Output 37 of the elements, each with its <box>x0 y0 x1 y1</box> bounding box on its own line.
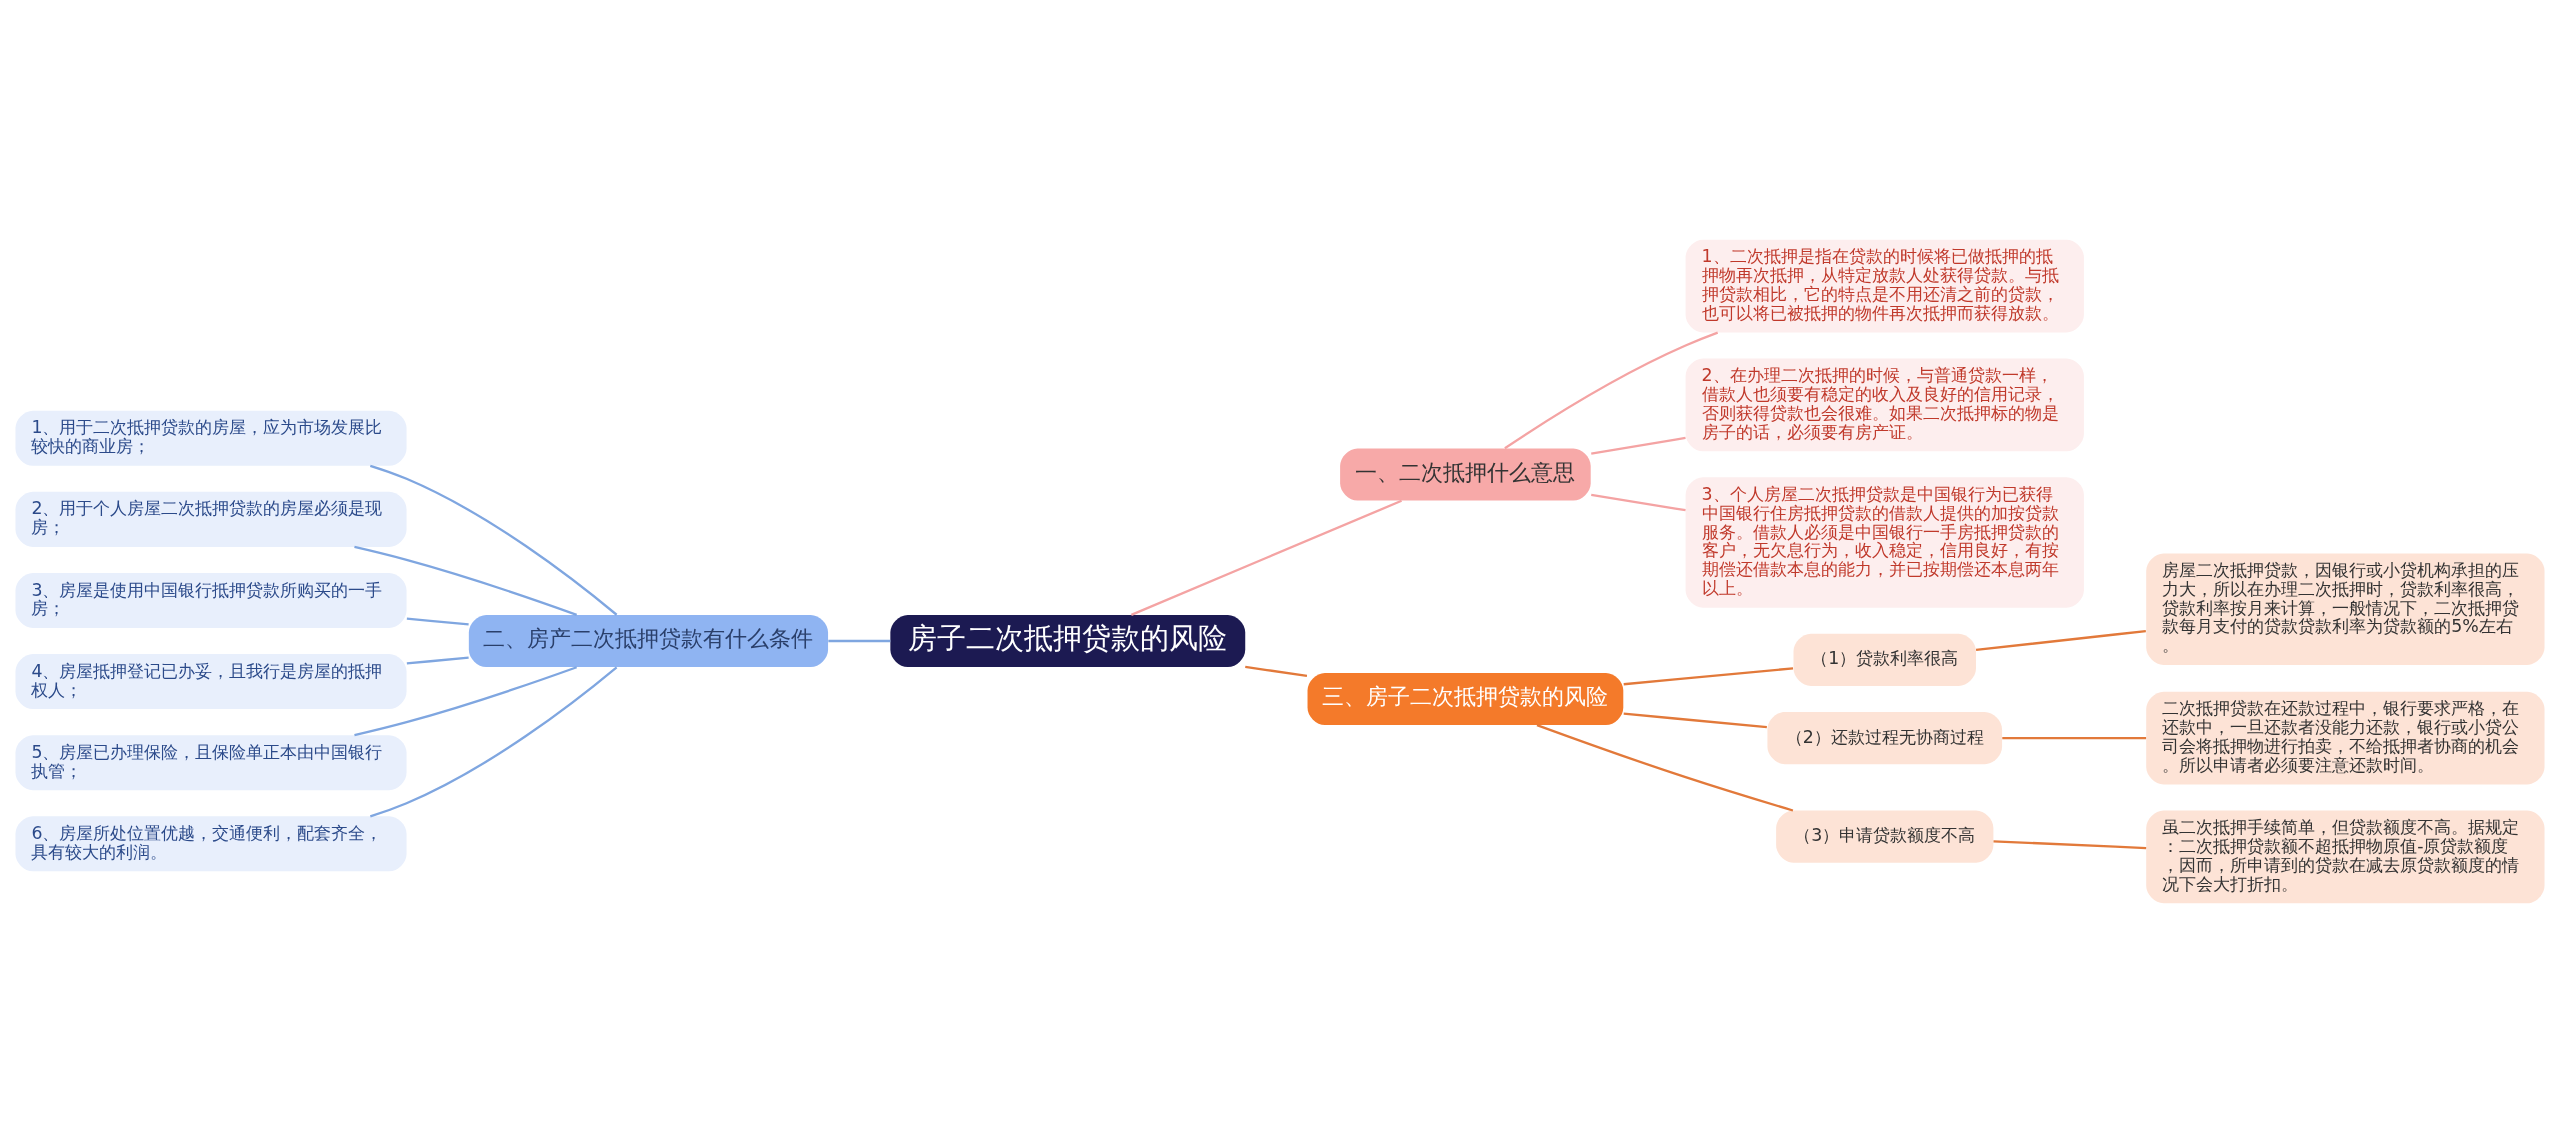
connector <box>1536 724 1794 812</box>
connector <box>1130 499 1402 616</box>
connector <box>1975 629 2146 652</box>
node-box: 二次抵押贷款在还款过程中，银行要求严格，在还款中，一旦还款者没能力还款，银行或小贷公司会将抵押物进行拍卖，不给抵押者协商的机会。所以申请者必须要注意还款时间。 <box>2146 691 2545 785</box>
node-box: 三、房子二次抵押贷款的风险 <box>1307 672 1624 726</box>
node-box: （2）还款过程无协商过程 <box>1767 712 2003 765</box>
node-box: 虽二次抵押手续简单，但贷款额度不高。据规定：二次抵押贷款额不超抵押物原值-原贷款额度，因而，所申请到的贷款在减去原贷款额度的情况下会大打折扣。 <box>2146 810 2545 904</box>
connector <box>1623 712 1767 729</box>
node-box: （3）申请贷款额度不高 <box>1776 810 1994 863</box>
connector <box>354 666 578 737</box>
connector <box>1993 840 2147 850</box>
connector <box>2002 736 2147 740</box>
connector <box>1591 436 1686 455</box>
node-box: 房子二次抵押贷款的风险 <box>890 614 1246 668</box>
node-box: 房屋二次抵押贷款，因银行或小贷机构承担的压力大，所以在办理二次抵押时，贷款利率很高，贷款利率按月来计算，一般情况下，二次抵押贷款每月支付的贷款贷款利率为贷款额的5%左右。 <box>2146 553 2545 665</box>
node-box: 一、二次抵押什么意思 <box>1340 448 1591 501</box>
connector <box>1591 493 1686 512</box>
node-box: 2、在办理二次抵押的时候，与普通贷款一样，借款人也须要有稳定的收入及良好的信用记录，否则获得贷款也会很难。如果二次抵押标的物是房子的话，必须要有房产证。 <box>1685 358 2084 452</box>
node-box: 二、房产二次抵押贷款有什么条件 <box>468 614 829 668</box>
connector <box>1504 331 1719 450</box>
node-box: 3、个人房屋二次抵押贷款是中国银行为已获得中国银行住房抵押贷款的借款人提供的加按贷款服务。借款人必须是中国银行一手房抵押贷款的客户，无欠息行为，收入稳定，信用良好，有按期偿还借款本息的能力，并已按期偿还本息两年以上。 <box>1685 477 2084 608</box>
connector <box>1623 667 1794 686</box>
connector <box>1245 665 1308 678</box>
connector <box>406 656 469 665</box>
connector <box>406 617 469 626</box>
connector <box>369 464 618 616</box>
connector <box>354 545 578 616</box>
node-box: 2、用于个人房屋二次抵押贷款的房屋必须是现房； <box>15 491 407 547</box>
node-box: 1、二次抵押是指在贷款的时候将已做抵押的抵押物再次抵押，从特定放款人处获得贷款。与抵押贷款相比，它的特点是不用还清之前的贷款，也可以将已被抵押的物件再次抵押而获得放款。 <box>1685 239 2084 333</box>
connector <box>828 639 891 643</box>
node-box: 1、用于二次抵押贷款的房屋，应为市场发展比较快的商业房； <box>15 410 407 466</box>
connector <box>369 666 618 818</box>
node-box: 3、房屋是使用中国银行抵押贷款所购买的一手房； <box>15 572 407 628</box>
node-box: （1）贷款利率很高 <box>1793 633 1976 686</box>
node-box: 6、房屋所处位置优越，交通便利，配套齐全，具有较大的利润。 <box>15 816 407 872</box>
node-box: 4、房屋抵押登记已办妥，且我行是房屋的抵押权人； <box>15 654 407 710</box>
node-box: 5、房屋已办理保险，且保险单正本由中国银行执管； <box>15 735 407 791</box>
